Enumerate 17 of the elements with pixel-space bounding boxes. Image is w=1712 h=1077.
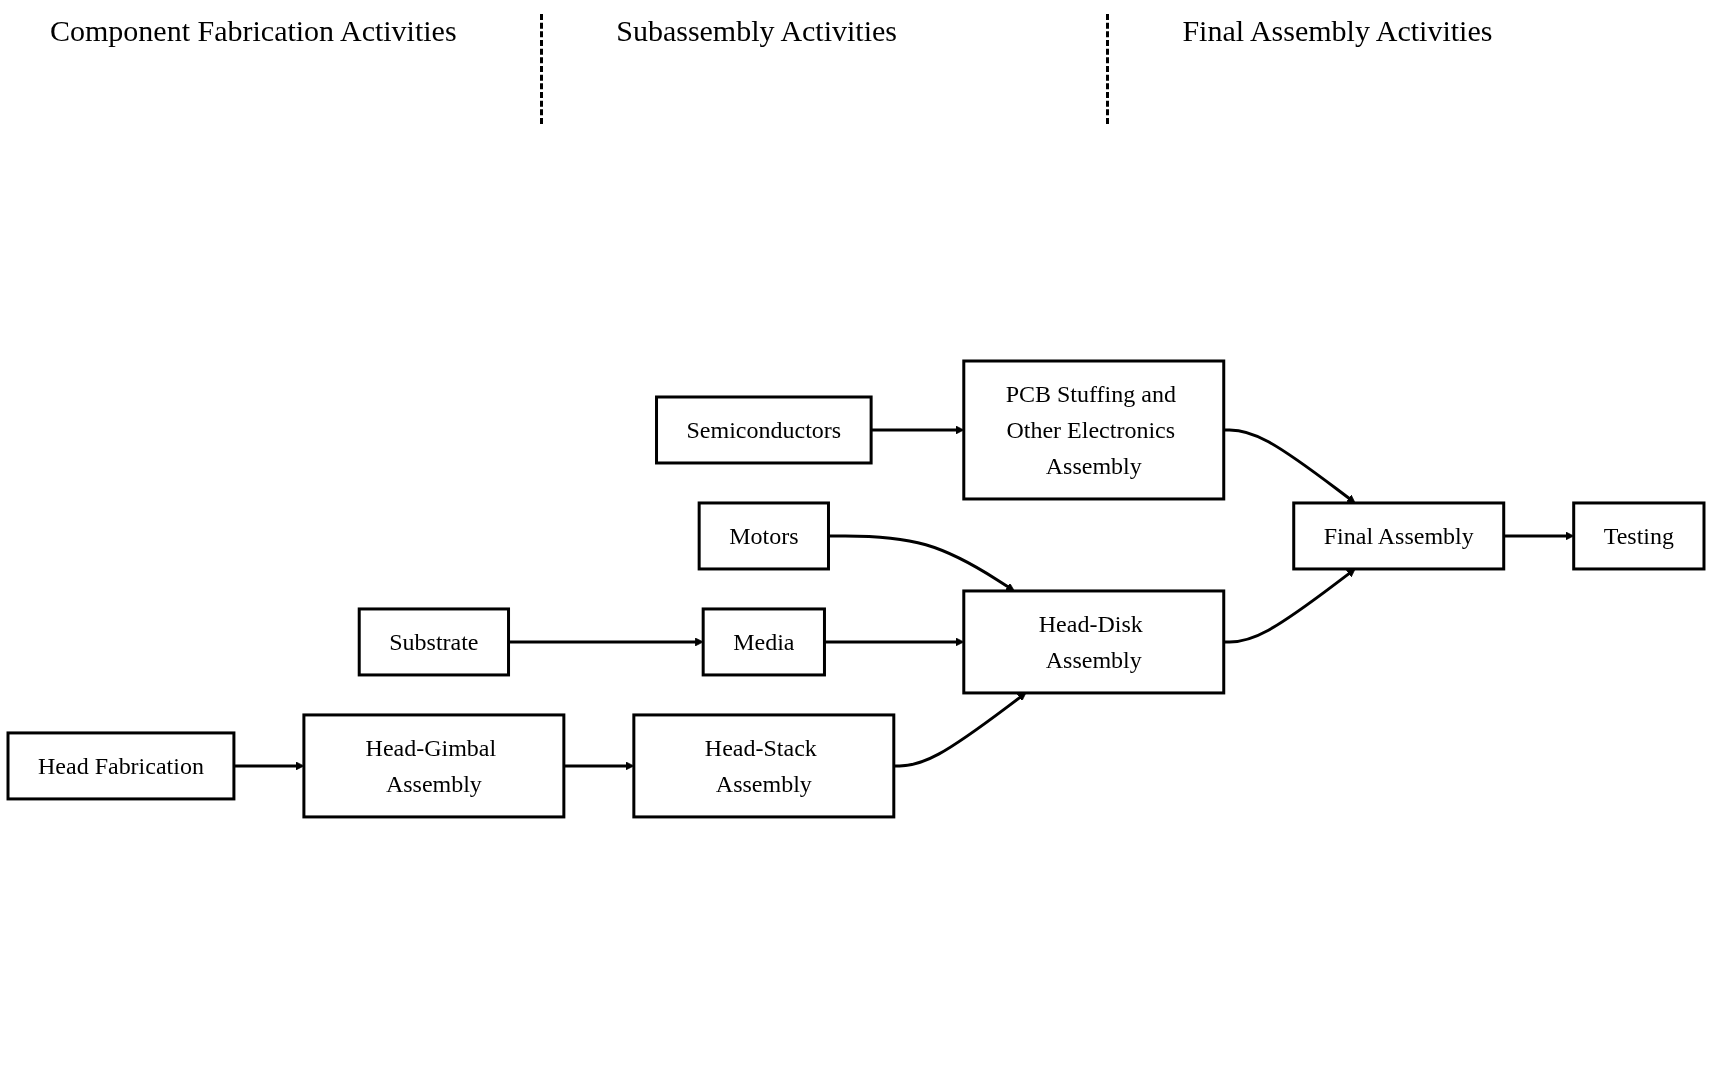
- node-box: Head-Gimbal Assembly: [302, 713, 566, 819]
- arrow: [893, 692, 1027, 768]
- node-box: Head-Disk Assembly: [962, 589, 1226, 695]
- node-box: Semiconductors: [655, 395, 873, 465]
- node-box: Head Fabrication: [6, 731, 236, 801]
- node-box: Testing: [1572, 501, 1706, 571]
- column-heading: Component Fabrication Activities: [40, 14, 543, 124]
- column-heading: Final Assembly Activities: [1181, 14, 1494, 49]
- arrow: [508, 637, 704, 647]
- node-box: Final Assembly: [1292, 501, 1506, 571]
- node-box: Head-Stack Assembly: [632, 713, 896, 819]
- node-box: PCB Stuffing and Other Electronics Assembly: [962, 359, 1226, 501]
- node-box: Motors: [697, 501, 830, 571]
- node-box: Media: [701, 607, 826, 677]
- node-box: Substrate: [357, 607, 511, 677]
- column-heading: Subassembly Activities: [606, 14, 1109, 124]
- arrow: [1223, 428, 1356, 504]
